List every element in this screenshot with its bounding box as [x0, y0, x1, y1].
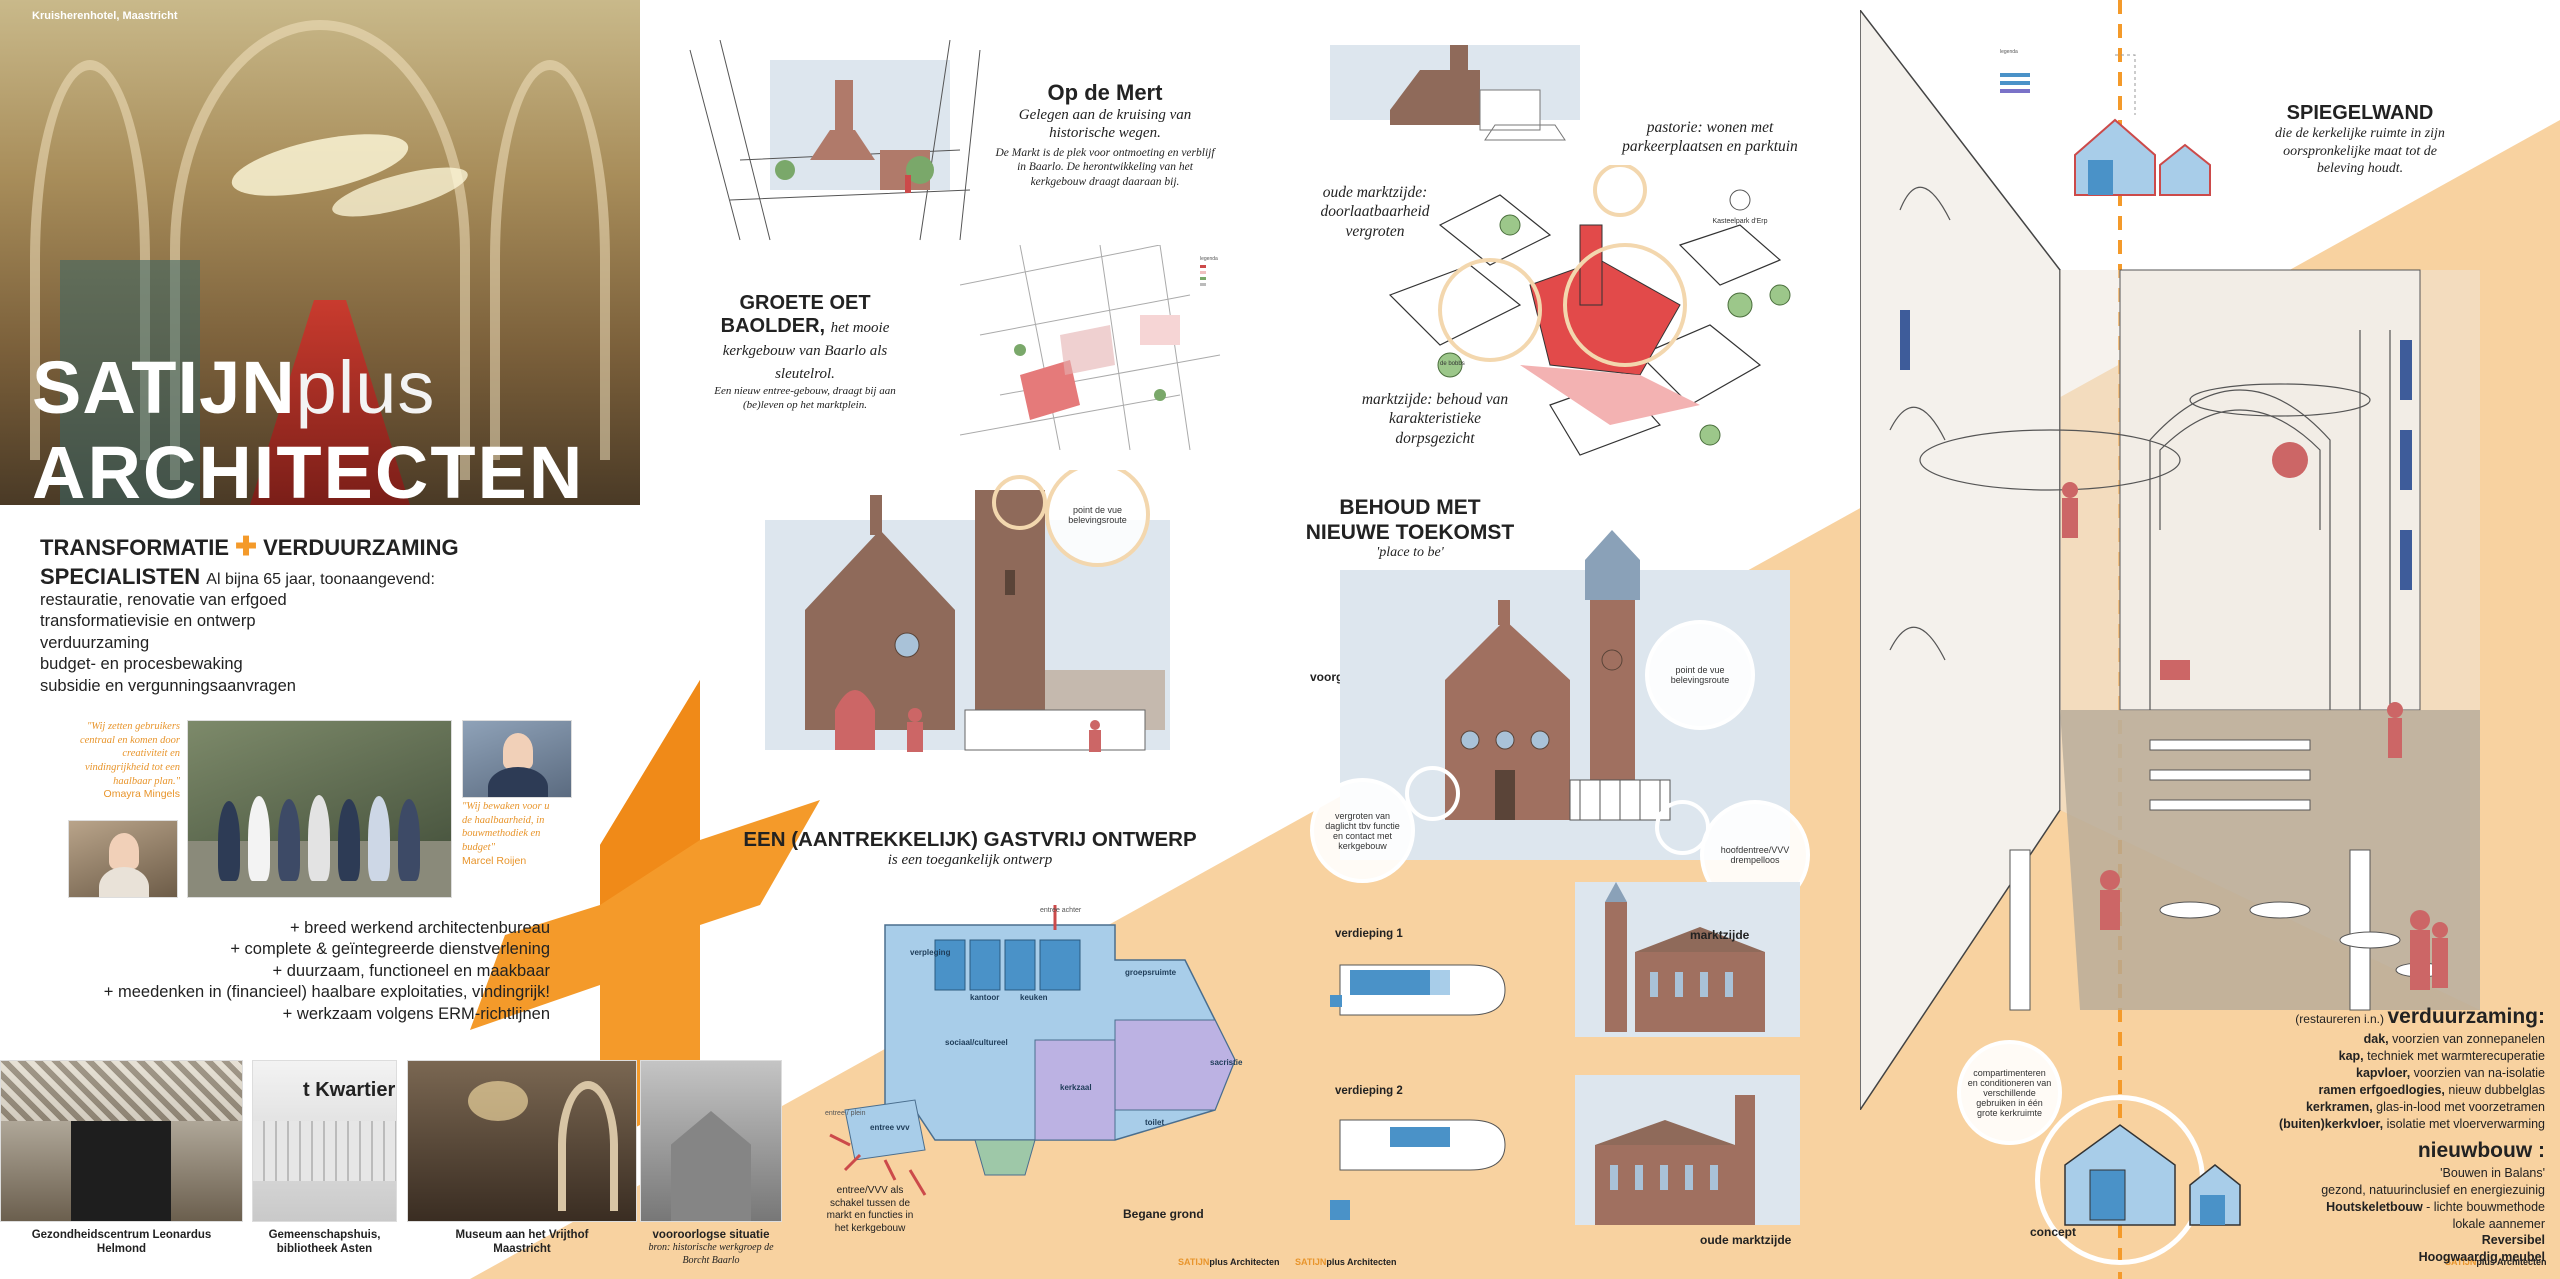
- oude-marktzijde-label: oude marktzijde: [1700, 1233, 1792, 1247]
- svg-text:keuken: keuken: [1020, 993, 1048, 1002]
- svg-text:kantoor: kantoor: [970, 993, 999, 1002]
- gastvrij-title: EEN (AANTREKKELIJK) GASTVRIJ ONTWERP is …: [743, 828, 1197, 868]
- service-item: subsidie en vergunningsaanvragen: [40, 676, 296, 695]
- site-map: legenda: [960, 245, 1245, 450]
- intro-heading: TRANSFORMATIE ✚ VERDUURZAMING SPECIALIST…: [40, 531, 459, 589]
- verduurzaming-line: ramen erfgoedlogies, nieuw dubbelglas: [2318, 1082, 2545, 1097]
- verduurzaming-line: kerkramen, glas-in-lood met voorzetramen: [2305, 1099, 2545, 1114]
- hero-photo: Kruisherenhotel, Maastricht SATIJNplus A…: [0, 0, 640, 505]
- caption-leonardus: Gezondheidscentrum Leonardus Helmond: [31, 1229, 212, 1256]
- intro-subheading: Al bijna 65 jaar, toonaangevend:: [206, 570, 435, 588]
- aerial-site-plan: Kasteelpark d'Erp de bobbs: [1380, 165, 1820, 480]
- service-item: budget- en procesbewaking: [40, 655, 243, 674]
- svg-text:legenda: legenda: [2000, 49, 2018, 55]
- photo-leonardus: [0, 1060, 243, 1222]
- oude-marktzijde-note: oude marktzijde: doorlaatbaarheid vergro…: [1320, 184, 1430, 240]
- behoud-title: BEHOUD MET NIEUWE TOEKOMST 'place to be': [1305, 496, 1515, 561]
- verdieping2-label: verdieping 2: [1335, 1085, 1403, 1097]
- hero-caption: Kruisherenhotel, Maastricht: [32, 10, 178, 22]
- baolder-text: GROETE OET BAOLDER, het mooie kerkgebouw…: [714, 292, 896, 412]
- sketch-street: [680, 40, 995, 245]
- daglicht-circle: vergroten van daglicht tbv functie en co…: [1310, 778, 1415, 883]
- marktzijde-note: marktzijde: behoud van karakteristieke d…: [1361, 391, 1509, 447]
- concept-label: concept: [2030, 1225, 2077, 1239]
- svg-text:entree / plein: entree / plein: [825, 1110, 866, 1117]
- service-item: transformatievisie en ontwerp: [40, 612, 256, 631]
- elevation-marktzijde: [1575, 882, 1800, 1037]
- view-circle: [992, 475, 1047, 530]
- service-item: restauratie, renovatie van erfgoed: [40, 591, 287, 609]
- caption-vooroorlogse: vooroorlogse situatie bron: historische …: [648, 1229, 774, 1266]
- service-item: verduurzaming: [40, 633, 150, 652]
- team-photo: [187, 720, 452, 898]
- svg-text:entree achter: entree achter: [1040, 907, 1082, 914]
- bullet-item: complete & geïntegreerde dienstverlening: [0, 939, 550, 960]
- photo-vooroorlogse: [640, 1060, 782, 1222]
- plus-icon: ✚: [235, 531, 257, 561]
- caption-asten: Gemeenschapshuis, bibliotheek Asten: [268, 1229, 381, 1256]
- interior-perspective: [1859, 7, 2480, 1113]
- point-de-vue-circle: point de vue belevingsroute: [1045, 470, 1150, 567]
- verduurzaming-line: (buiten)kerkvloer, isolatie met vloerver…: [2278, 1116, 2545, 1131]
- verduurzaming-block: (restaureren i.n.) verduurzaming: dak, v…: [2200, 1003, 2545, 1266]
- svg-text:sociaal/cultureel: sociaal/cultureel: [945, 1038, 1008, 1047]
- sketch-entrance: point de vue belevingsroute: [765, 470, 1170, 790]
- verdieping1-label: verdieping 1: [1335, 928, 1403, 940]
- pastorie-note: pastorie: wonen met parkeerplaatsen en p…: [1622, 119, 1798, 156]
- nieuwbouw-title: nieuwbouw :: [2417, 1138, 2545, 1162]
- footer-brand-2: SATIJNplus Architecten: [1295, 1257, 1397, 1267]
- bullet-item: meedenken in (financieel) haalbare explo…: [0, 982, 550, 1003]
- brand-architecten: ARCHITECTEN: [32, 431, 585, 505]
- portrait-marcel: [462, 720, 572, 798]
- footer-brand-1: SATIJNplus Architecten: [1178, 1257, 1280, 1267]
- elevation-oude-marktzijde: [1575, 1075, 1800, 1225]
- svg-text:verpleging: verpleging: [910, 948, 951, 957]
- svg-text:kerkzaal: kerkzaal: [1060, 1083, 1092, 1092]
- svg-text:toilet: toilet: [1145, 1118, 1164, 1127]
- svg-text:legenda: legenda: [1200, 256, 1218, 262]
- bullet-item: werkzaam volgens ERM-richtlijnen: [0, 1004, 550, 1025]
- bullet-item: breed werkend architectenbureau: [0, 918, 550, 939]
- services-list: restauratie, renovatie van erfgoed trans…: [40, 590, 296, 697]
- quote-omayra: "Wij zetten gebruikers centraal en komen…: [79, 721, 180, 801]
- concept-section: [2035, 1095, 2241, 1270]
- svg-text:entree vvv: entree vvv: [870, 1123, 910, 1132]
- spiegelwand-text: SPIEGELWAND die de kerkelijke ruimte in …: [2275, 102, 2445, 176]
- begane-grond-label: Begane grond: [1123, 1207, 1204, 1221]
- point-de-vue-circle-2: point de vue belevingsroute: [1645, 620, 1755, 730]
- entree-note: entree/VVV als schakel tussen de markt e…: [826, 1185, 914, 1234]
- bullet-list: breed werkend architectenbureau complete…: [0, 918, 550, 1025]
- quote-marcel: "Wij bewaken voor u de haalbaarheid, in …: [462, 801, 550, 867]
- sketch-aerial-top: [1310, 40, 1590, 145]
- svg-text:groepsruimte: groepsruimte: [1125, 968, 1177, 977]
- compartment-circle: compartimenteren en conditioneren van ve…: [1957, 1040, 2062, 1145]
- photo-museum: [407, 1060, 637, 1222]
- plan-verdieping1: [1330, 945, 1530, 1025]
- footer-brand-3: SATIJNplus Architecten: [2445, 1257, 2547, 1267]
- section-diagram: legenda: [2000, 45, 2230, 215]
- photo-asten: t Kwartier: [252, 1060, 397, 1222]
- svg-text:sacristie: sacristie: [1210, 1058, 1243, 1067]
- caption-museum: Museum aan het Vrijthof Maastricht: [455, 1229, 589, 1256]
- bullet-item: duurzaam, functioneel en maakbaar: [0, 961, 550, 982]
- mert-text: Op de Mert Gelegen aan de kruising van h…: [995, 80, 1215, 188]
- verduurzaming-line: kap, techniek met warmterecuperatie: [2338, 1049, 2545, 1064]
- portrait-omayra: [68, 820, 178, 898]
- brand-name: SATIJNplus: [32, 346, 436, 429]
- plan-verdieping2: [1330, 1105, 1530, 1225]
- marktzijde-label: marktzijde: [1690, 928, 1750, 942]
- svg-text:de bobbs: de bobbs: [1440, 361, 1465, 367]
- small-circle: [1405, 766, 1460, 821]
- svg-text:Kasteelpark d'Erp: Kasteelpark d'Erp: [1712, 218, 1767, 225]
- verduurzaming-line: dak, voorzien van zonnepanelen: [2363, 1032, 2545, 1047]
- verduurzaming-line: kapvloer, voorzien van na-isolatie: [2356, 1066, 2545, 1081]
- floor-plan-begane-grond: sociaal/cultureel kerkzaal sacristie ent…: [815, 900, 1265, 1220]
